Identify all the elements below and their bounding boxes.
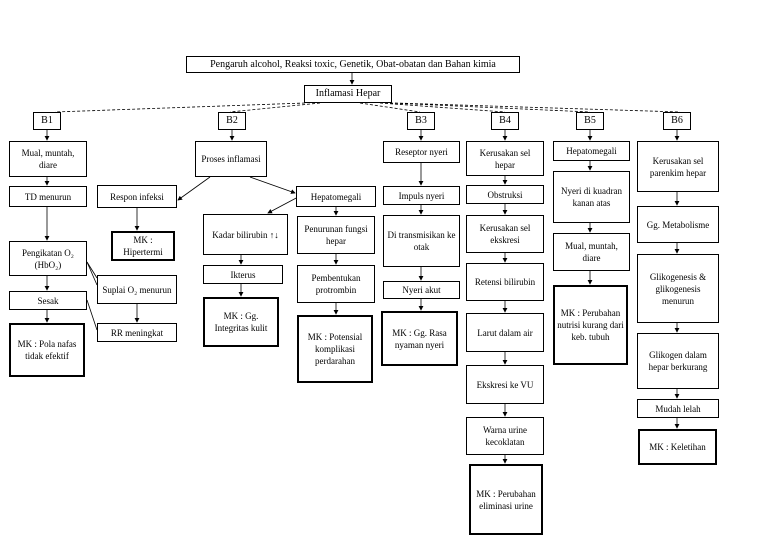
b4-retention-box: Retensi bilirubin [466, 263, 544, 301]
b4-label: B4 [491, 112, 519, 130]
b4-urine-color-box: Warna urine kecoklatan [466, 417, 544, 455]
b6-glycogenesis-box: Glikogenesis & glikogenesis menurun [637, 254, 719, 323]
b2-label: B2 [218, 112, 246, 130]
b5-nausea-box: Mual, muntah, diare [553, 233, 630, 271]
b3-label: B3 [407, 112, 435, 130]
b2-liver-func-box: Penurunan fungsi hepar [297, 216, 375, 254]
b3-transmitted-box: Di transmisikan ke otak [383, 215, 460, 267]
b2-icterus-box: Ikterus [203, 265, 283, 284]
b2-infection-response-box: Respon infeksi [97, 185, 177, 208]
b1-rr-up-box: RR meningkat [97, 323, 177, 342]
cause-box: Pengaruh alcohol, Reaksi toxic, Genetik,… [186, 56, 520, 73]
inflammation-box: Inflamasi Hepar [304, 85, 392, 103]
b6-mk-box: MK : Keletihan [638, 429, 717, 465]
b1-dyspnea-box: Sesak [9, 291, 87, 310]
b4-excretion-box: Ekskresi ke VU [466, 365, 544, 404]
b3-pain-impulse-box: Impuls nyeri [383, 186, 460, 205]
b5-upper-right-pain-box: Nyeri di kuadran kanan atas [553, 171, 630, 223]
b6-glycogen-box: Glikogen dalam hepar berkurang [637, 333, 719, 389]
b5-mk-box: MK : Perubahan nutrisi kurang dari keb. … [553, 285, 628, 365]
b5-label: B5 [576, 112, 604, 130]
b4-cell-damage-box: Kerusakan sel hepar [466, 141, 544, 176]
b6-parenchyma-damage-box: Kerusakan sel parenkim hepar [637, 141, 719, 192]
b2-mk-bleed-box: MK : Potensial komplikasi perdarahan [297, 315, 373, 383]
b2-hepatomegaly-box: Hepatomegali [296, 186, 376, 207]
b4-excretory-damage-box: Kerusakan sel ekskresi [466, 215, 544, 253]
b3-acute-pain-box: Nyeri akut [383, 281, 460, 299]
b4-obstruction-box: Obstruksi [466, 185, 544, 204]
b2-bilirubin-box: Kadar bilirubin ↑↓ [203, 214, 288, 255]
b5-hepatomegaly-box: Hepatomegali [553, 141, 630, 161]
b1-o2-supply-box: Suplai O₂ menurun [97, 275, 177, 304]
b6-label: B6 [663, 112, 691, 130]
b2-mk-skin-box: MK : Gg. Integritas kulit [203, 297, 279, 347]
b2-process-box: Proses inflamasi [195, 141, 267, 177]
b3-mk-box: MK : Gg. Rasa nyaman nyeri [381, 311, 458, 366]
b1-mk-box: MK : Pola nafas tidak efektif [9, 323, 85, 377]
b2-mk-hyper-box: MK : Hipertermi [111, 231, 175, 261]
b3-pain-receptor-box: Reseptor nyeri [383, 141, 460, 163]
b6-fatigue-easy-box: Mudah lelah [637, 399, 719, 418]
b1-nausea-box: Mual, muntah, diare [9, 141, 87, 177]
b6-metabolism-box: Gg. Metabolisme [637, 206, 719, 243]
b4-dissolved-box: Larut dalam air [466, 313, 544, 352]
b1-o2-binding-box: Pengikatan O₂ (HbO₂) [9, 241, 87, 276]
b4-mk-box: MK : Perubahan eliminasi urine [469, 464, 543, 535]
b1-bp-down-box: TD menurun [9, 186, 87, 207]
b2-prothrombin-box: Pembentukan protrombin [297, 265, 375, 303]
b1-label: B1 [33, 112, 61, 130]
